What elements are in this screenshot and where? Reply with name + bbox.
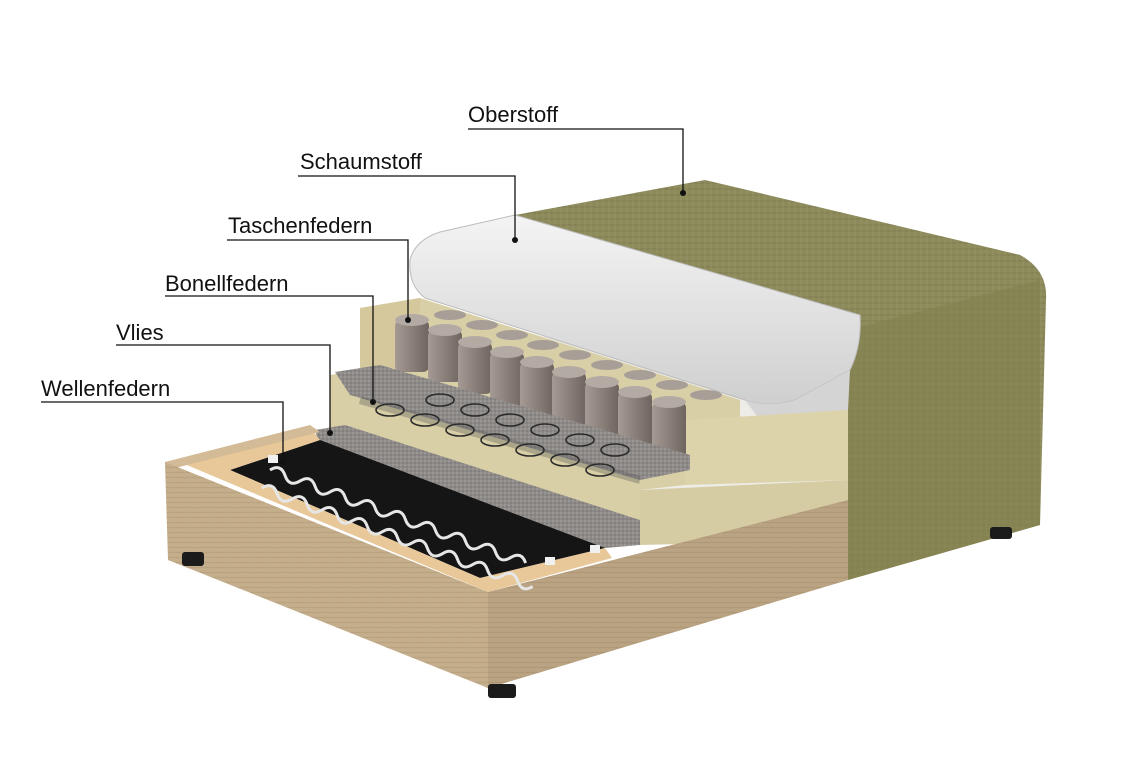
leader-vlies <box>116 344 331 433</box>
label-oberstoff: Oberstoff <box>468 102 559 127</box>
leader-dots <box>280 190 686 465</box>
leader-bonellfedern <box>165 295 374 402</box>
feet <box>182 527 1012 698</box>
base-frame <box>165 425 848 688</box>
leader-taschenfedern <box>227 239 409 320</box>
bonell-springs <box>358 393 642 484</box>
leader-schaumstoff <box>298 175 516 240</box>
label-bonellfedern: Bonellfedern <box>165 271 289 296</box>
pocket-springs <box>395 310 722 460</box>
leader-wellenfedern <box>41 401 284 462</box>
label-vlies: Vlies <box>116 320 164 345</box>
label-schaumstoff: Schaumstoff <box>300 149 422 174</box>
label-wellenfedern: Wellenfedern <box>41 376 171 401</box>
leader-oberstoff <box>468 128 684 193</box>
label-taschenfedern: Taschenfedern <box>228 213 373 238</box>
foam-layer <box>409 214 861 420</box>
leader-lines <box>41 128 684 462</box>
